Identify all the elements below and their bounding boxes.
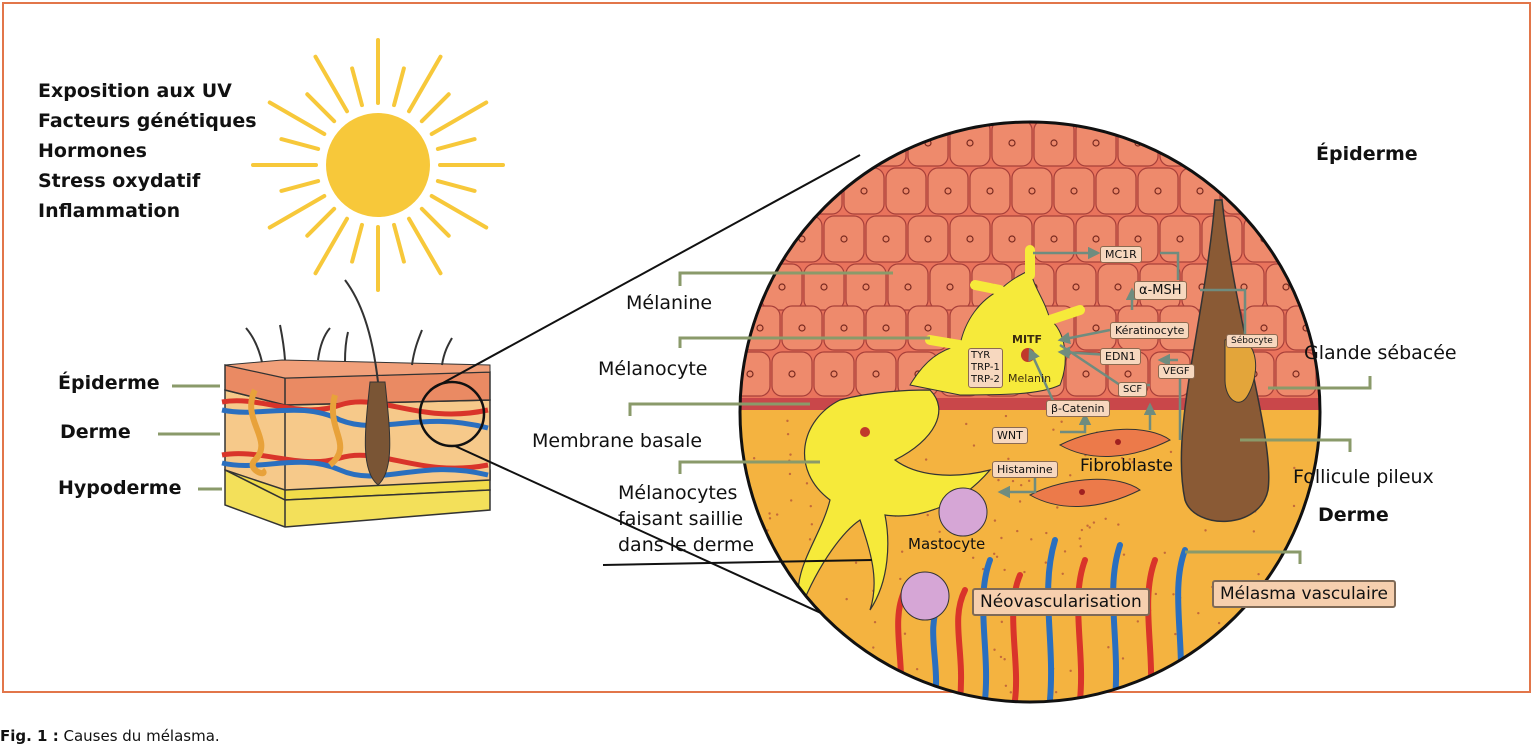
tag-alpha-msh: α-MSH [1134, 281, 1187, 300]
tag-vegf: VEGF [1158, 364, 1195, 379]
tag-edn1: EDN1 [1100, 348, 1141, 365]
tag-neovascularisation: Néovascularisation [972, 588, 1150, 616]
cause-item: Facteurs génétiques [38, 110, 257, 132]
tag-beta-catenin: β-Catenin [1046, 400, 1110, 417]
figure-caption: Fig. 1 : Causes du mélasma. [0, 727, 220, 745]
figure-frame [2, 2, 1531, 693]
label-melanocytes-saillie: Mélanocytes faisant saillie dans le derm… [618, 482, 755, 556]
label-hypoderme-small: Hypoderme [58, 477, 182, 499]
label-epiderme: Épiderme [1316, 143, 1418, 165]
label-arrows [158, 271, 1372, 566]
skin-block [221, 279, 491, 528]
label-membrane-basale: Membrane basale [532, 430, 703, 452]
zoom-line-top [429, 154, 861, 391]
tag-mc1r: MC1R [1100, 246, 1142, 263]
label-melanine: Mélanine [626, 292, 713, 314]
cause-item: Exposition aux UV [38, 80, 232, 102]
label-melanocyte: Mélanocyte [598, 358, 708, 380]
caption-label: Fig. 1 : [0, 727, 59, 745]
caption-text: Causes du mélasma. [58, 727, 220, 745]
tag-melasma-vasculaire: Mélasma vasculaire [1212, 580, 1396, 608]
label-epiderme-small: Épiderme [58, 372, 160, 394]
zoom-line-bottom [454, 445, 881, 641]
tag-keratinocyte: Kératinocyte [1110, 322, 1190, 339]
zoom-circle [740, 122, 1320, 702]
tag-sebocyte: Sébocyte [1226, 334, 1278, 348]
label-mitf: MITF [1012, 333, 1043, 346]
label-derme-small: Derme [60, 421, 131, 443]
label-fibroblaste: Fibroblaste [1080, 456, 1173, 476]
causes-list: Exposition aux UV Facteurs génétiques Ho… [38, 76, 257, 226]
cause-item: Hormones [38, 140, 147, 162]
label-tyr-group: TYR TRP-1 TRP-2 [968, 348, 1003, 388]
label-mastocyte: Mastocyte [908, 535, 986, 553]
label-glande-sebacee: Glande sébacée [1304, 342, 1457, 364]
sun-icon [251, 38, 505, 292]
cause-item: Stress oxydatif [38, 170, 201, 192]
label-derme: Derme [1318, 504, 1389, 526]
label-follicule-pileux: Follicule pileux [1293, 466, 1434, 488]
label-melanin: Melanin [1008, 372, 1052, 385]
tag-wnt: WNT [992, 427, 1028, 444]
tag-histamine: Histamine [992, 461, 1058, 478]
cause-item: Inflammation [38, 200, 181, 222]
tag-scf: SCF [1118, 382, 1148, 397]
